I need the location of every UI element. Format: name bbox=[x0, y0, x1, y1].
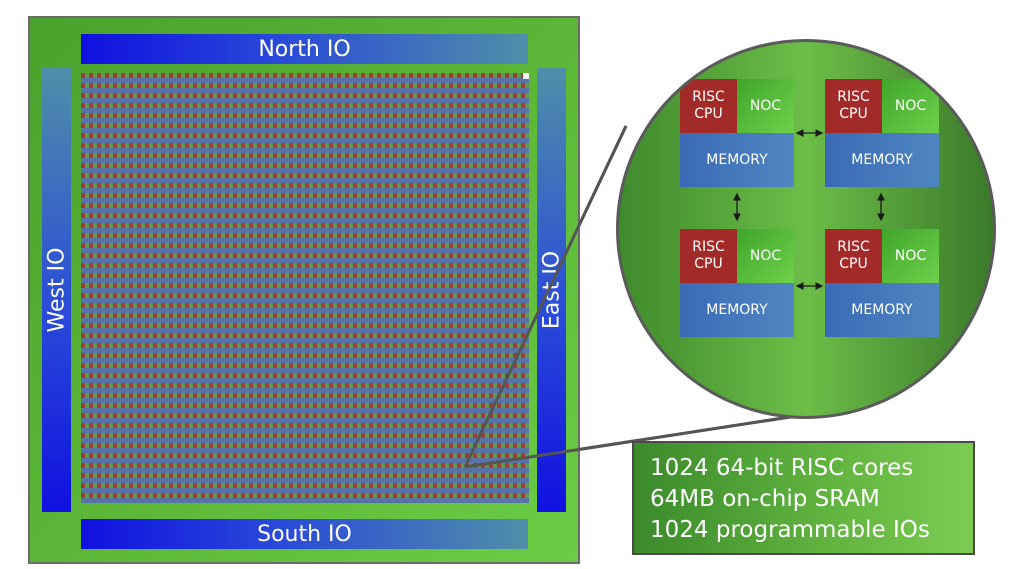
noc-block: NOC bbox=[882, 79, 939, 133]
noc-label: NOC bbox=[749, 248, 782, 264]
spec-line-cores: 1024 64-bit RISC cores bbox=[650, 455, 914, 481]
noc-block: NOC bbox=[737, 229, 794, 283]
memory-block: MEMORY bbox=[825, 283, 939, 337]
memory-label: MEMORY bbox=[851, 302, 913, 318]
memory-block: MEMORY bbox=[680, 133, 794, 187]
cpu-label-line1: RISC bbox=[692, 239, 725, 255]
memory-block: MEMORY bbox=[680, 283, 794, 337]
core-array-row-pattern bbox=[81, 73, 529, 503]
risc-cpu-block: RISC CPU bbox=[825, 229, 882, 283]
memory-label: MEMORY bbox=[851, 152, 913, 168]
south-io-label: South IO bbox=[257, 521, 352, 547]
core-tile-top-left: RISC CPU NOC MEMORY bbox=[680, 79, 794, 187]
cpu-label-line2: CPU bbox=[839, 256, 868, 272]
memory-block: MEMORY bbox=[825, 133, 939, 187]
south-io-bar: South IO bbox=[81, 519, 528, 549]
cpu-label-line1: RISC bbox=[692, 89, 725, 105]
noc-block: NOC bbox=[882, 229, 939, 283]
core-tile-bottom-right: RISC CPU NOC MEMORY bbox=[825, 229, 939, 337]
cpu-label-line2: CPU bbox=[694, 106, 723, 122]
memory-label: MEMORY bbox=[706, 302, 768, 318]
north-io-label: North IO bbox=[258, 36, 351, 62]
noc-label: NOC bbox=[894, 248, 927, 264]
east-io-bar: East IO bbox=[537, 68, 566, 512]
noc-block: NOC bbox=[737, 79, 794, 133]
cpu-label-line1: RISC bbox=[837, 239, 870, 255]
spec-line-sram: 64MB on-chip SRAM bbox=[650, 486, 880, 512]
risc-cpu-block: RISC CPU bbox=[680, 229, 737, 283]
noc-label: NOC bbox=[749, 98, 782, 114]
risc-cpu-block: RISC CPU bbox=[680, 79, 737, 133]
cpu-label-line2: CPU bbox=[694, 256, 723, 272]
cpu-label-line1: RISC bbox=[837, 89, 870, 105]
spec-callout-box: 1024 64-bit RISC cores 64MB on-chip SRAM… bbox=[632, 441, 975, 555]
cpu-label-line2: CPU bbox=[839, 106, 868, 122]
west-io-bar: West IO bbox=[42, 68, 71, 512]
core-array-grid bbox=[81, 73, 529, 503]
core-tile-bottom-left: RISC CPU NOC MEMORY bbox=[680, 229, 794, 337]
core-tile-top-right: RISC CPU NOC MEMORY bbox=[825, 79, 939, 187]
risc-cpu-block: RISC CPU bbox=[825, 79, 882, 133]
memory-label: MEMORY bbox=[706, 152, 768, 168]
noc-link-arrows bbox=[733, 129, 885, 290]
spec-line-ios: 1024 programmable IOs bbox=[650, 517, 930, 543]
west-io-label: West IO bbox=[44, 247, 69, 333]
zoom-circle: RISC CPU NOC MEMORY RISC CPU NOC MEMORY … bbox=[616, 39, 996, 419]
north-io-bar: North IO bbox=[81, 34, 528, 64]
core-array-corner-marker bbox=[523, 73, 529, 79]
noc-label: NOC bbox=[894, 98, 927, 114]
east-io-label: East IO bbox=[539, 250, 564, 330]
